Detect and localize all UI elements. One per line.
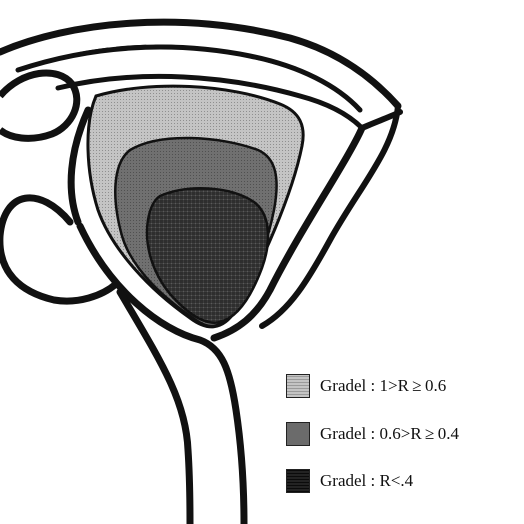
legend-label-grade-3: Gradel : R<.4 — [320, 471, 413, 491]
legend-item-grade-3: Gradel : R<.4 — [286, 467, 413, 495]
legend-swatch-grade-1 — [286, 374, 310, 398]
legend-item-grade-2: Gradel : 0.6>R ≥ 0.4 — [286, 420, 459, 448]
left-lobe-outline — [0, 73, 77, 138]
legend-swatch-grade-2 — [286, 422, 310, 446]
region-grade-3 — [147, 188, 268, 322]
legend-item-grade-1: Gradel : 1>R ≥ 0.6 — [286, 372, 446, 400]
legend-label-grade-1: Gradel : 1>R ≥ 0.6 — [320, 376, 446, 396]
legend-swatch-grade-3 — [286, 469, 310, 493]
legend-label-grade-2: Gradel : 0.6>R ≥ 0.4 — [320, 424, 459, 444]
